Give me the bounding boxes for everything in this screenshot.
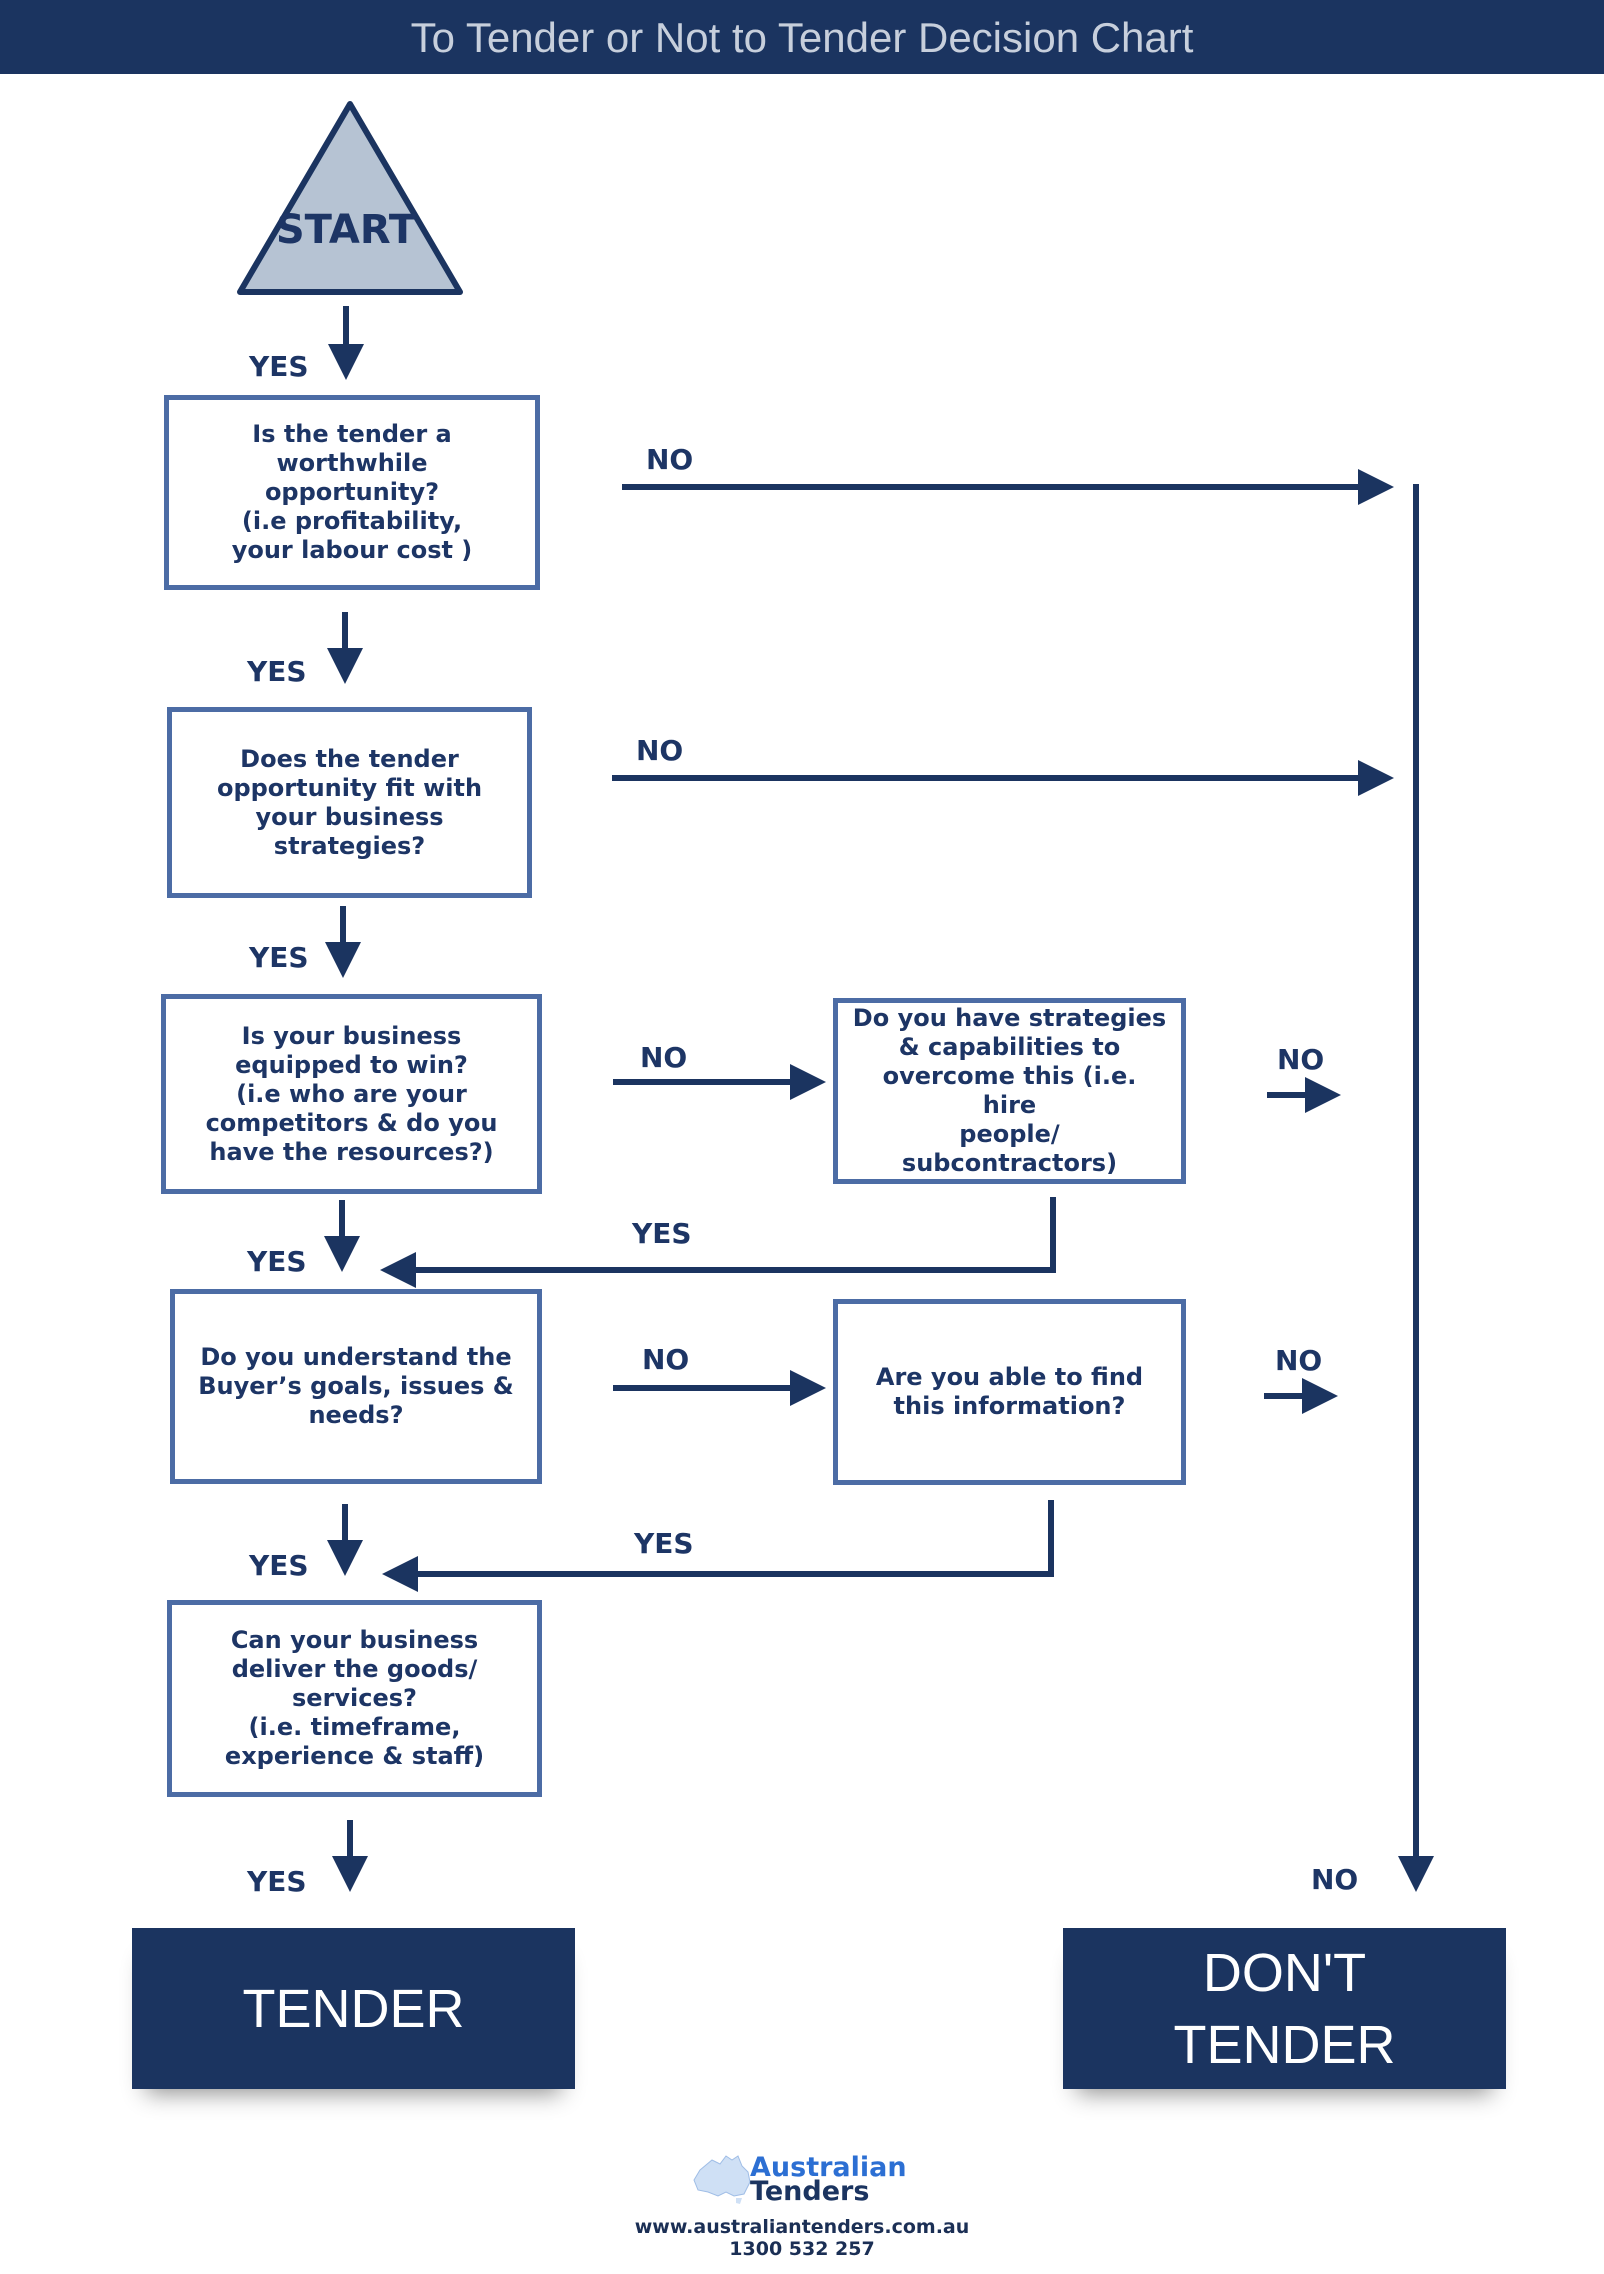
outcome-tender: TENDER: [132, 1928, 575, 2089]
no-label: NO: [640, 1041, 688, 1074]
no-label: NO: [636, 734, 684, 767]
yes-label: YES: [249, 350, 309, 383]
page-title: To Tender or Not to Tender Decision Char…: [410, 14, 1194, 61]
yes-label: YES: [634, 1527, 694, 1560]
no-label: NO: [1275, 1344, 1323, 1377]
question-box-buyer-goals: Do you understand the Buyer’s goals, iss…: [170, 1289, 542, 1484]
followup-box-strategies: Do you have strategies & capabilities to…: [833, 998, 1186, 1184]
yes-label: YES: [249, 941, 309, 974]
australia-map-icon: [693, 2155, 751, 2204]
brand-name-line2: Tenders: [750, 2176, 870, 2207]
question-box-deliver: Can your business deliver the goods/ ser…: [167, 1600, 542, 1797]
header-bar: To Tender or Not to Tender Decision Char…: [0, 0, 1604, 74]
followup-box-find-info: Are you able to find this information?: [833, 1299, 1186, 1485]
yes-label: YES: [249, 1549, 309, 1582]
no-label: NO: [1277, 1043, 1325, 1076]
arrow-followup1-yes: [380, 1197, 1056, 1288]
start-triangle: [237, 101, 463, 295]
arrow-followup2-yes: [382, 1500, 1054, 1592]
outcome-dont-tender: DON'T TENDER: [1063, 1928, 1506, 2089]
no-label: NO: [646, 443, 694, 476]
yes-label: YES: [247, 655, 307, 688]
footer-website: www.australiantenders.com.au: [634, 2216, 970, 2238]
footer-phone: 1300 532 257: [729, 2238, 875, 2260]
question-box-equipped: Is your business equipped to win? (i.e w…: [161, 994, 542, 1194]
question-box-strategy-fit: Does the tender opportunity fit with you…: [167, 707, 532, 898]
question-box-worthwhile: Is the tender a worthwhile opportunity? …: [164, 395, 540, 590]
yes-label: YES: [247, 1245, 307, 1278]
no-label: NO: [642, 1343, 690, 1376]
yes-label: YES: [247, 1865, 307, 1898]
start-label: START: [275, 207, 417, 253]
no-label: NO: [1311, 1863, 1359, 1896]
brand-name-line1: Australian: [750, 2152, 907, 2183]
yes-label: YES: [632, 1217, 692, 1250]
